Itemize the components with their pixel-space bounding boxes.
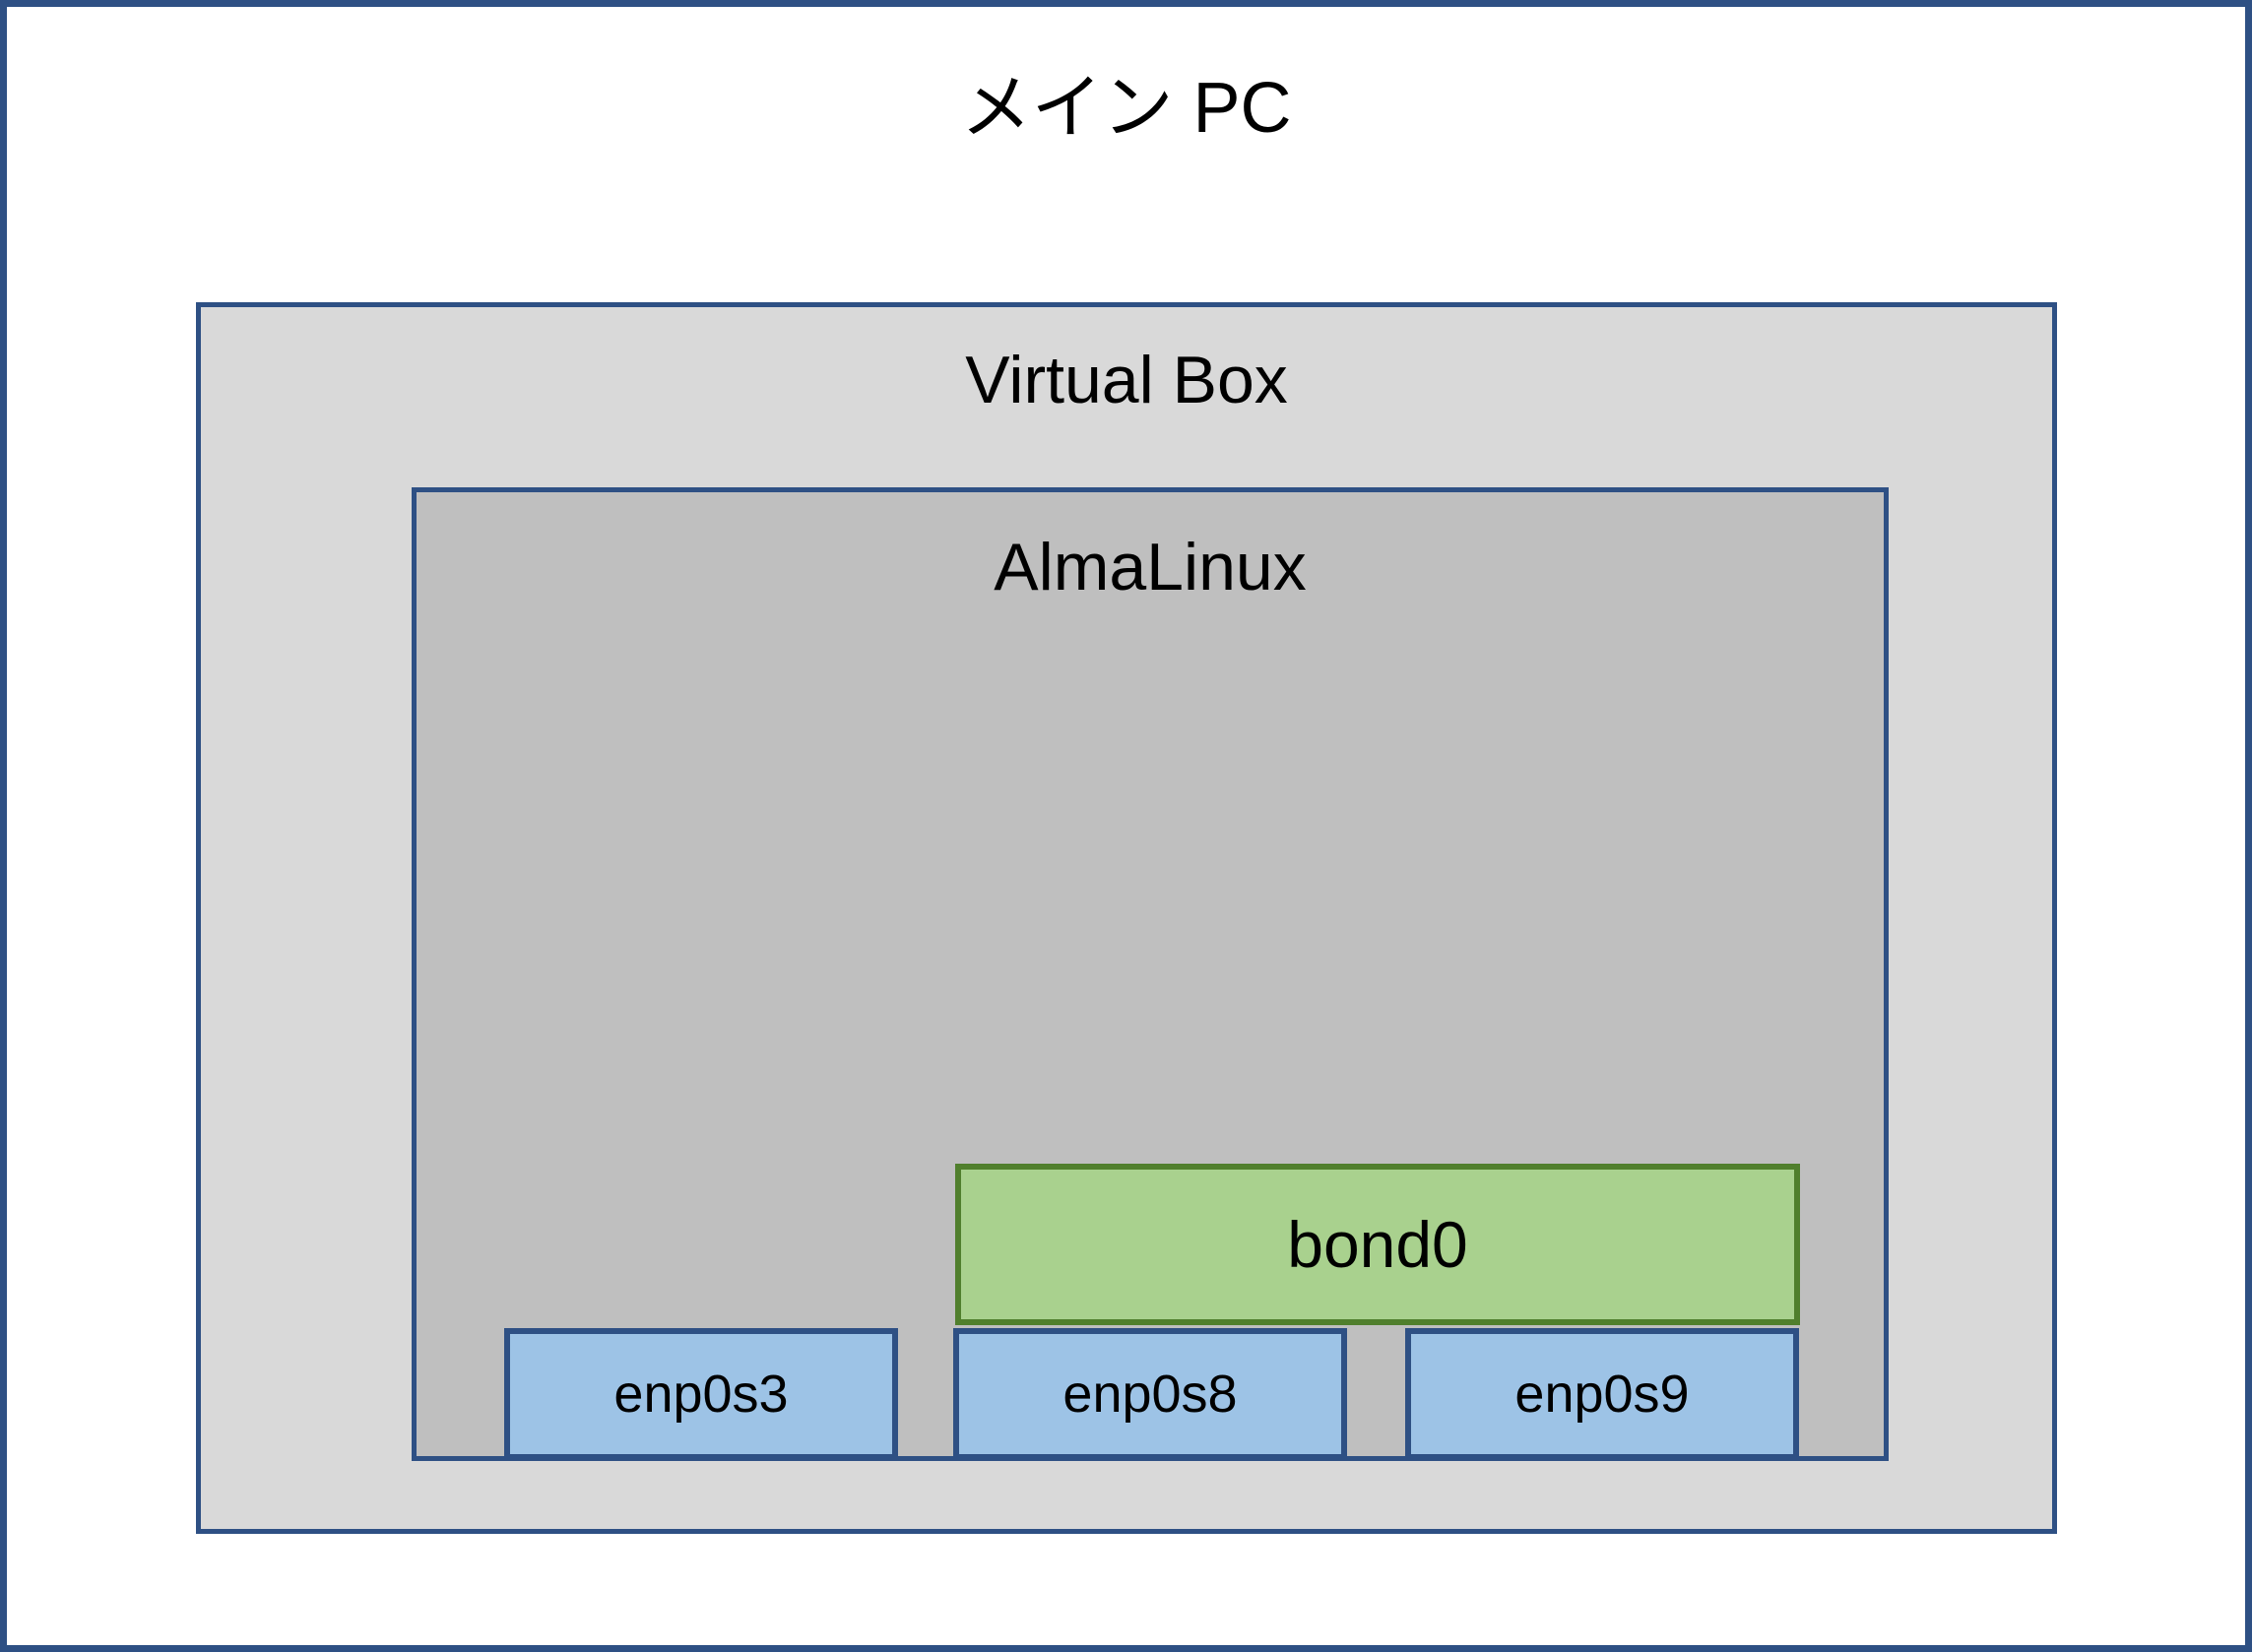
interface-node-enp0s9: enp0s9 xyxy=(1405,1328,1799,1460)
interface-label-enp0s3: enp0s3 xyxy=(613,1365,789,1424)
interface-node-enp0s3: enp0s3 xyxy=(504,1328,898,1460)
bond0-node: bond0 xyxy=(955,1164,1800,1325)
interface-label-enp0s8: enp0s8 xyxy=(1062,1365,1238,1424)
page-title: メイン PC xyxy=(960,69,1292,148)
virtualbox-label: Virtual Box xyxy=(965,343,1288,417)
interface-label-enp0s9: enp0s9 xyxy=(1514,1365,1690,1424)
interface-node-enp0s8: enp0s8 xyxy=(953,1328,1347,1460)
bond0-label: bond0 xyxy=(1287,1208,1468,1281)
almalinux-label: AlmaLinux xyxy=(994,530,1307,604)
